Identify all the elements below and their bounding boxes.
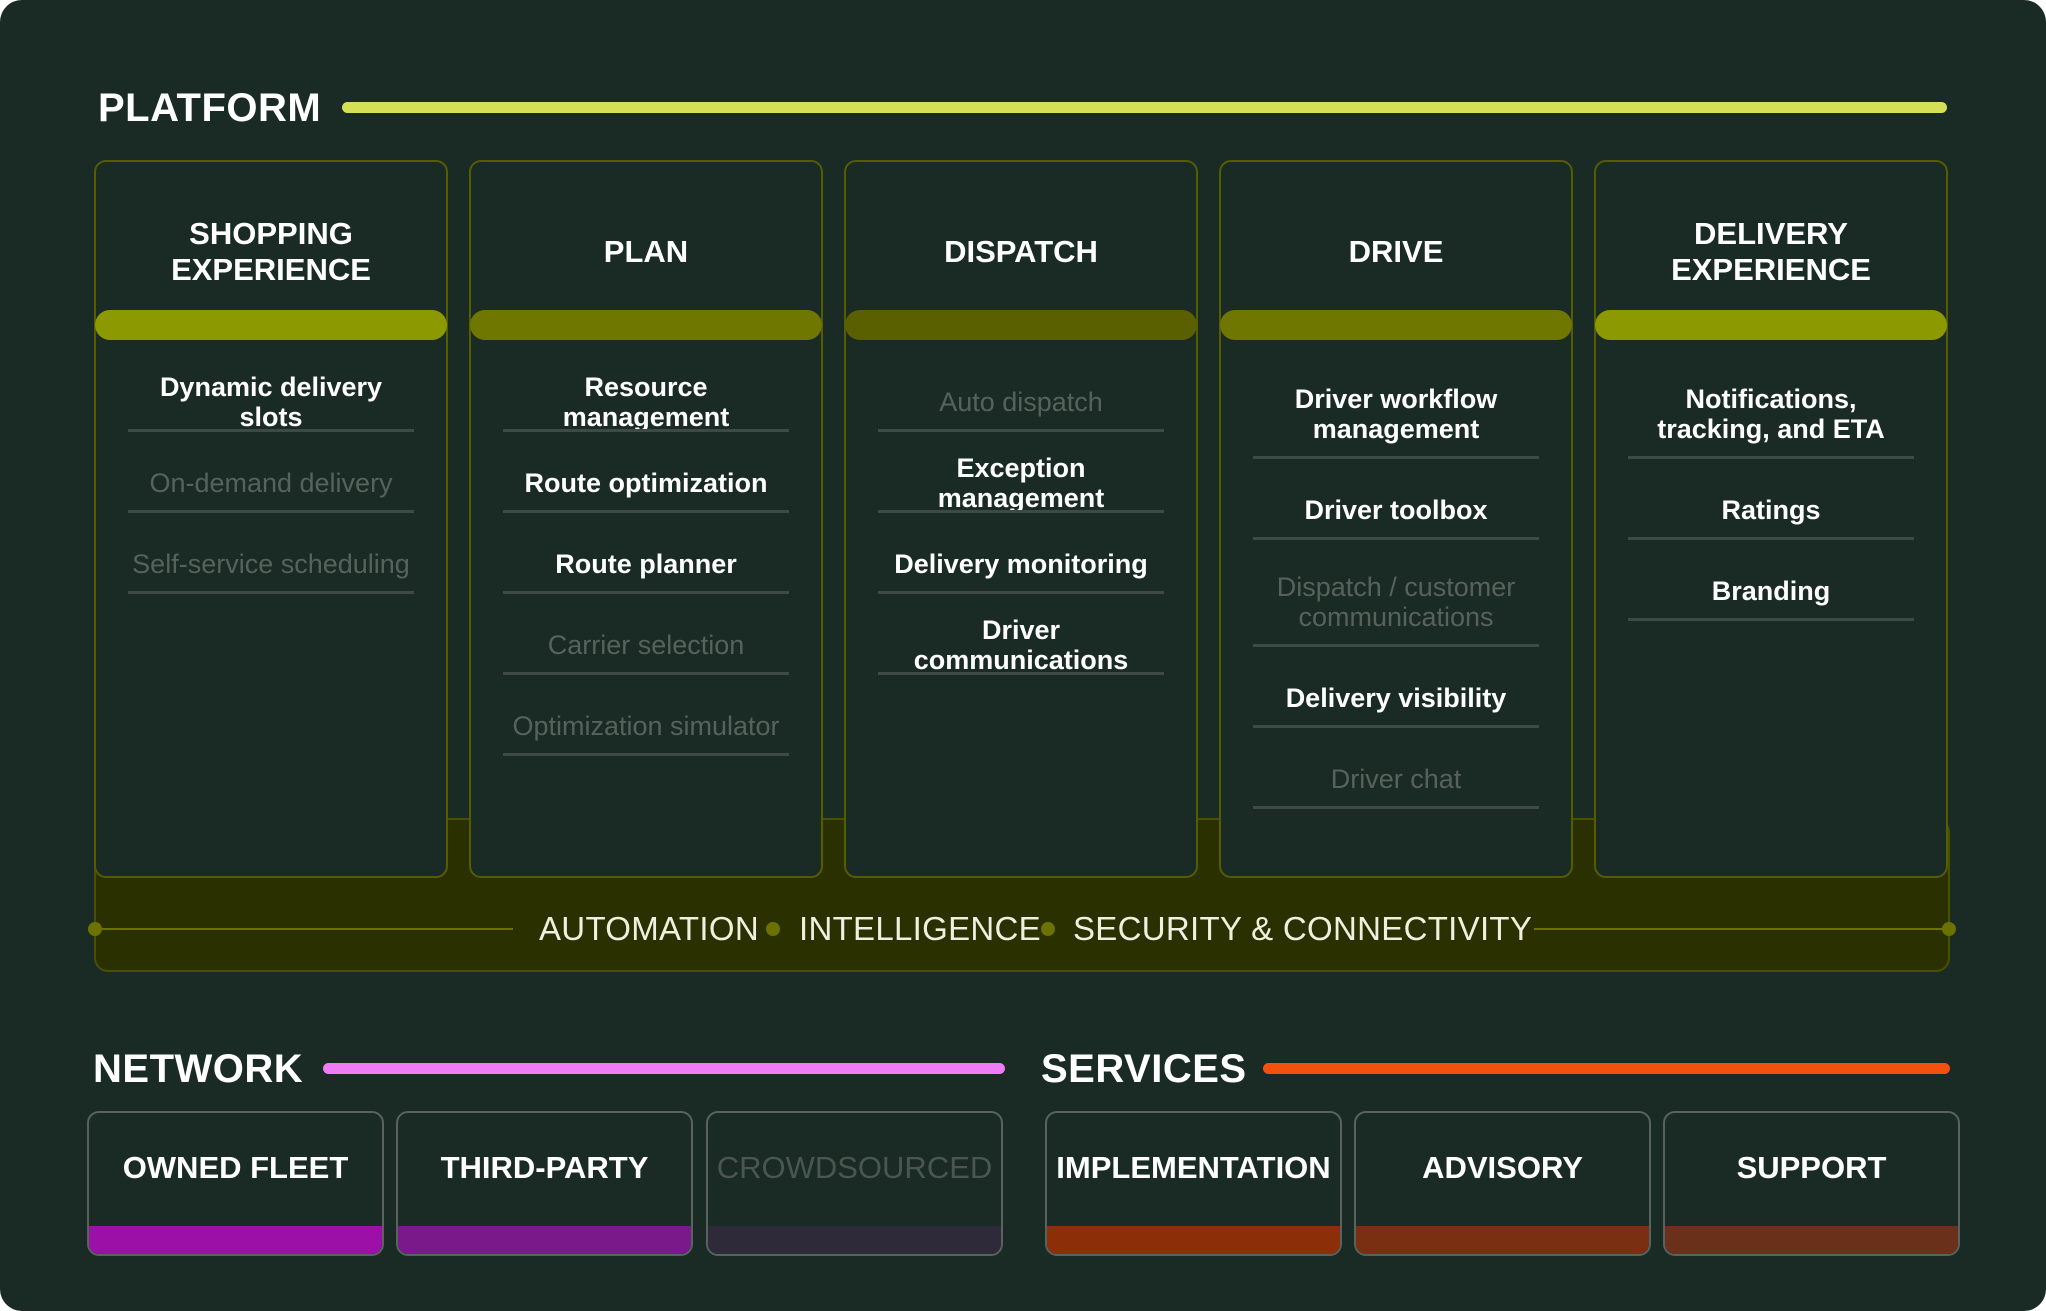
item-divider	[503, 753, 789, 756]
feature-item: Auto dispatch	[939, 387, 1103, 417]
feature-item: Driver workflow management	[1294, 384, 1498, 444]
column-title: SHOPPING EXPERIENCE	[171, 216, 371, 287]
feature-item: Exception management	[937, 453, 1105, 513]
network-title: NETWORK	[93, 1047, 304, 1091]
card-accent-bar	[1665, 1226, 1958, 1254]
services-title: SERVICES	[1041, 1047, 1247, 1091]
feature-item: Dispatch / customer communications	[1276, 572, 1516, 632]
services-card-support: SUPPORT	[1663, 1111, 1960, 1256]
feature-item: Driver communications	[913, 615, 1129, 675]
feature-item: Carrier selection	[547, 630, 745, 660]
item-divider	[503, 591, 789, 594]
foundation-line-right	[1534, 928, 1949, 930]
item-divider	[1628, 456, 1914, 459]
foundation-line-left	[95, 928, 513, 930]
foundation-automation: AUTOMATION	[539, 910, 759, 947]
column-title: DRIVE	[1348, 234, 1444, 269]
item-divider	[878, 672, 1164, 675]
card-accent-bar	[1356, 1226, 1649, 1254]
network-card-crowdsourced: CROWDSOURCED	[706, 1111, 1003, 1256]
platform-accent-line	[342, 102, 1947, 113]
item-divider	[878, 429, 1164, 432]
column-accent-bar	[95, 310, 447, 340]
services-card-advisory: ADVISORY	[1354, 1111, 1651, 1256]
item-divider	[1628, 537, 1914, 540]
card-accent-bar	[1047, 1226, 1340, 1254]
item-divider	[128, 591, 414, 594]
foundation-separator-dot	[766, 922, 780, 936]
feature-item: Resource management	[562, 372, 730, 432]
feature-item: Notifications, tracking, and ETA	[1657, 384, 1885, 444]
item-divider	[128, 429, 414, 432]
item-divider	[503, 672, 789, 675]
services-card-implementation: IMPLEMENTATION	[1045, 1111, 1342, 1256]
column-accent-bar	[1220, 310, 1572, 340]
network-card-owned-fleet: OWNED FLEET	[87, 1111, 384, 1256]
feature-item: Route planner	[555, 549, 737, 579]
network-card-third-party: THIRD-PARTY	[396, 1111, 693, 1256]
card-label: CROWDSOURCED	[716, 1150, 993, 1185]
feature-item: Delivery monitoring	[894, 549, 1148, 579]
platform-title: PLATFORM	[98, 86, 322, 130]
foundation-dot-left	[88, 922, 102, 936]
item-divider	[1253, 456, 1539, 459]
feature-item: Route optimization	[524, 468, 768, 498]
foundation-intelligence: INTELLIGENCE	[799, 910, 1041, 947]
column-title: PLAN	[603, 234, 689, 269]
card-label: ADVISORY	[1422, 1150, 1583, 1185]
foundation-security-connectivity: SECURITY & CONNECTIVITY	[1073, 910, 1533, 947]
column-title: DISPATCH	[944, 234, 1098, 269]
item-divider	[1253, 806, 1539, 809]
item-divider	[878, 591, 1164, 594]
network-accent-line	[323, 1063, 1005, 1074]
column-accent-bar	[470, 310, 822, 340]
column-shopping-experience: SHOPPING EXPERIENCE Dynamic delivery slo…	[94, 160, 448, 878]
item-divider	[128, 510, 414, 513]
feature-item: Self-service scheduling	[132, 549, 410, 579]
card-label: OWNED FLEET	[122, 1150, 349, 1185]
item-divider	[1253, 725, 1539, 728]
feature-item: Branding	[1711, 576, 1831, 606]
card-label: THIRD-PARTY	[440, 1150, 649, 1185]
column-delivery-experience: DELIVERY EXPERIENCE Notifications, track…	[1594, 160, 1948, 878]
column-accent-bar	[1595, 310, 1947, 340]
item-divider	[1253, 537, 1539, 540]
feature-item: Driver chat	[1330, 764, 1462, 794]
item-divider	[1628, 618, 1914, 621]
item-divider	[503, 510, 789, 513]
column-title: DELIVERY EXPERIENCE	[1671, 216, 1871, 287]
card-label: SUPPORT	[1736, 1150, 1887, 1185]
feature-item: Optimization simulator	[512, 711, 780, 741]
column-drive: DRIVE Driver workflow management Driver …	[1219, 160, 1573, 878]
card-accent-bar	[708, 1226, 1001, 1254]
services-accent-line	[1263, 1063, 1950, 1074]
foundation-separator-dot	[1041, 922, 1055, 936]
foundation-dot-right	[1942, 922, 1956, 936]
card-accent-bar	[89, 1226, 382, 1254]
card-label: IMPLEMENTATION	[1056, 1150, 1331, 1185]
feature-item: Dynamic delivery slots	[159, 372, 383, 432]
feature-item: Delivery visibility	[1285, 683, 1507, 713]
item-divider	[1253, 644, 1539, 647]
feature-item: Driver toolbox	[1304, 495, 1488, 525]
feature-item: Ratings	[1721, 495, 1821, 525]
column-accent-bar	[845, 310, 1197, 340]
feature-item: On-demand delivery	[149, 468, 393, 498]
item-divider	[878, 510, 1164, 513]
column-dispatch: DISPATCH Auto dispatch Exception managem…	[844, 160, 1198, 878]
column-plan: PLAN Resource management Route optimizat…	[469, 160, 823, 878]
card-accent-bar	[398, 1226, 691, 1254]
item-divider	[503, 429, 789, 432]
